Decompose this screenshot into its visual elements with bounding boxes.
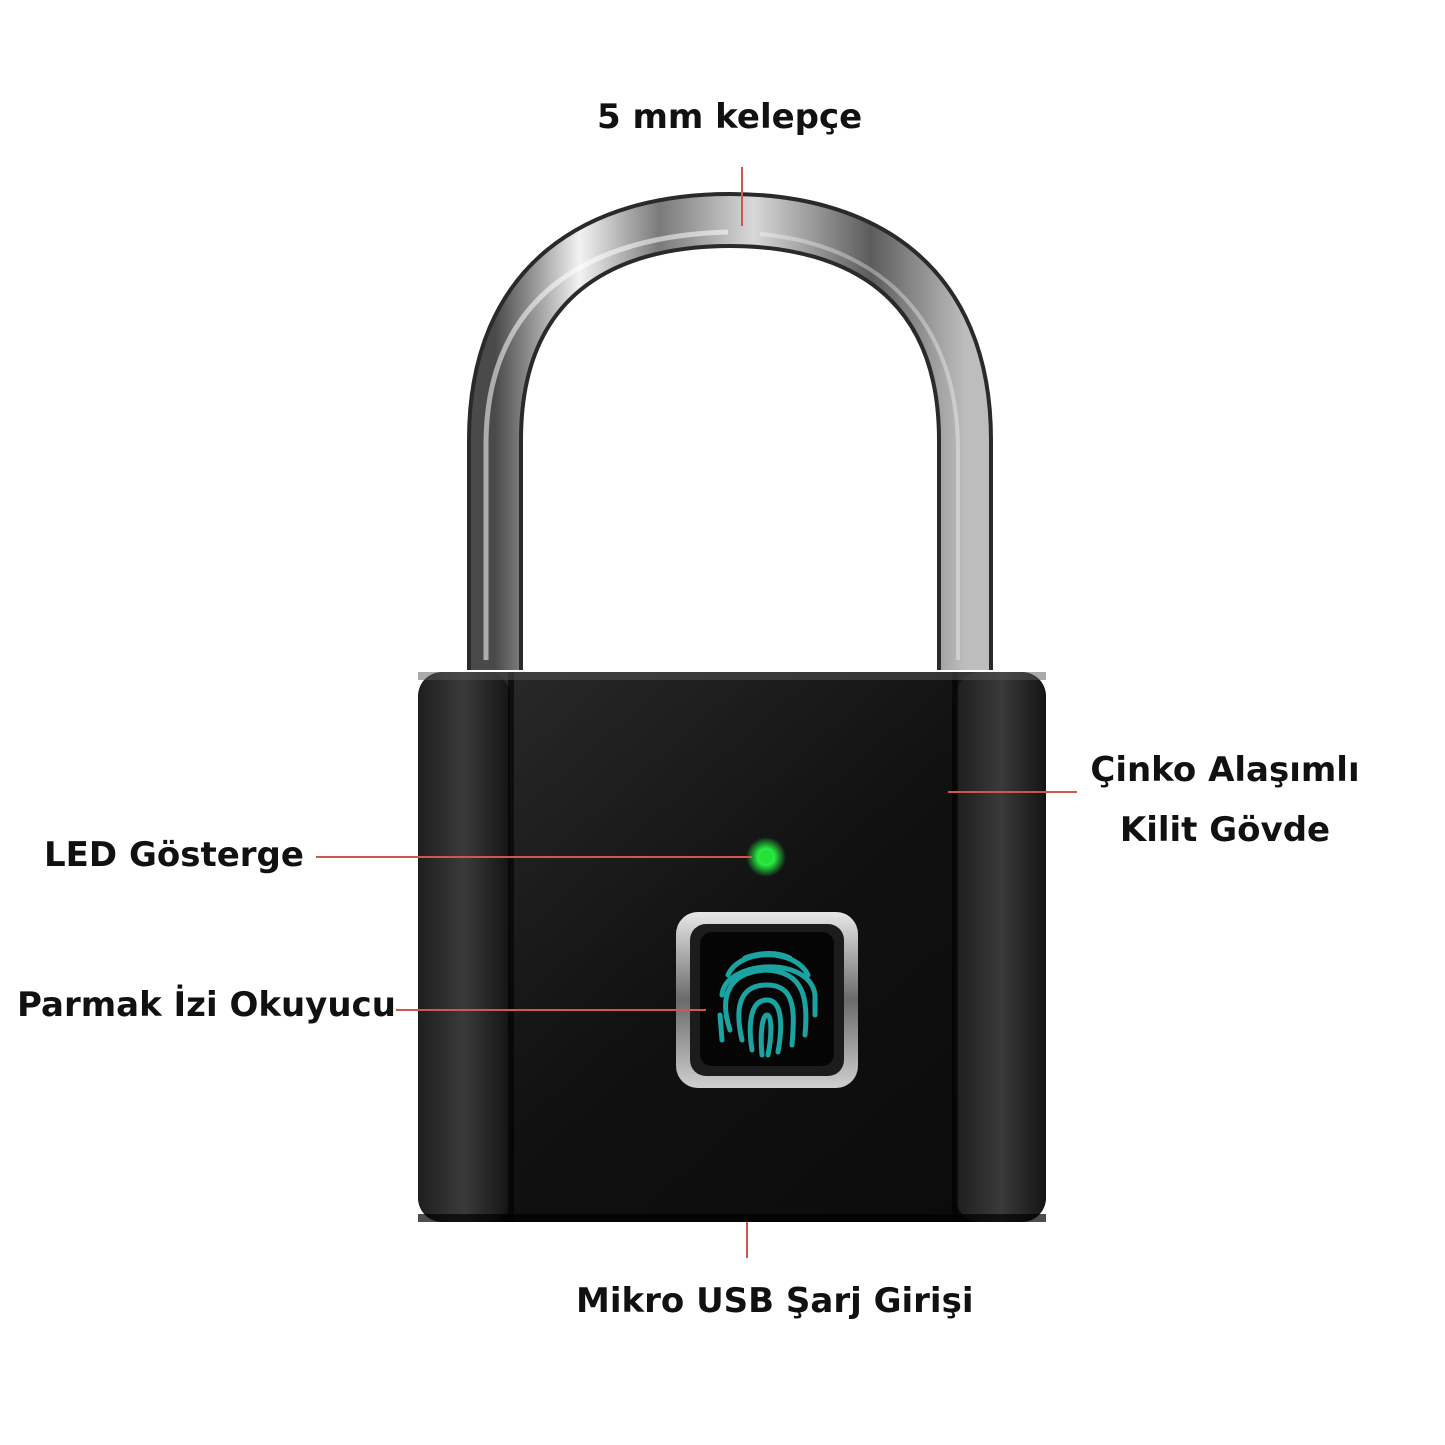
fingerprint-label: Parmak İzi Okuyucu: [17, 985, 396, 1025]
fingerprint-icon: [717, 951, 818, 1058]
fingerprint-reader: [676, 912, 858, 1088]
shackle: [467, 191, 993, 670]
led-label: LED Gösterge: [44, 835, 304, 875]
body-label-line1: Çinko Alaşımlı: [1090, 750, 1360, 790]
leader-lines: [316, 167, 1077, 1258]
body-label-line2: Kilit Gövde: [1119, 810, 1331, 850]
led-indicator: [746, 837, 786, 877]
shackle-label: 5 mm kelepçe: [597, 97, 863, 137]
usb-label: Mikro USB Şarj Girişi: [576, 1281, 974, 1321]
body-label: Çinko Alaşımlı Kilit Gövde: [1070, 740, 1380, 860]
